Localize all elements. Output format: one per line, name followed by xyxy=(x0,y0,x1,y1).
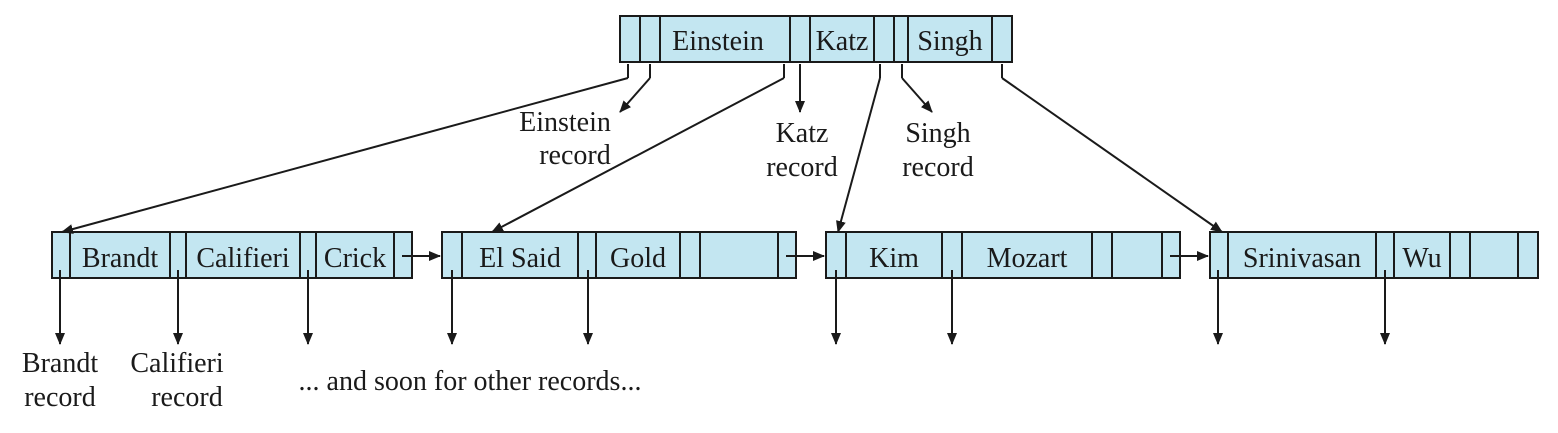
leaf-pointer-cell xyxy=(1091,231,1113,279)
leaf-key-cell xyxy=(1111,231,1163,279)
leaf-key-cell xyxy=(1393,231,1451,279)
katz-record-label: record xyxy=(766,152,838,183)
singh-record-label: record xyxy=(902,152,974,183)
root-key-cell xyxy=(659,15,791,63)
leaf-key-cell xyxy=(461,231,579,279)
root-key-cell xyxy=(907,15,993,63)
einstein-record-label: Einstein xyxy=(519,107,611,138)
leaf-key-cell xyxy=(315,231,395,279)
root-key: Katz xyxy=(816,26,869,57)
leaf-key-cell xyxy=(845,231,943,279)
leaf-key-cell xyxy=(1469,231,1519,279)
leaf-pointer-cell xyxy=(679,231,701,279)
leaf-node: Srinivasan Wu xyxy=(1209,231,1539,279)
root-key: Einstein xyxy=(672,26,764,57)
leaf-node: El Said Gold xyxy=(441,231,797,279)
root-node: Einstein Katz Singh xyxy=(619,15,1013,63)
child-pointer-arrow xyxy=(836,77,881,233)
leaf-key-cell xyxy=(69,231,171,279)
child-pointer-arrow xyxy=(491,77,785,233)
leaf-record-pointers xyxy=(55,270,1390,345)
leaf-key: Kim xyxy=(869,243,919,274)
root-child-pointers xyxy=(61,64,1223,234)
leaf-key: Srinivasan xyxy=(1243,243,1361,274)
leaf-node: Kim Mozart xyxy=(825,231,1181,279)
califieri-record-label: Califieri xyxy=(130,348,224,379)
einstein-record-label: record xyxy=(539,140,611,171)
child-pointer-arrow xyxy=(1001,77,1223,233)
califieri-record-label: record xyxy=(151,382,223,413)
leaf-node: Brandt Califieri Crick xyxy=(51,231,413,279)
leaf-key: Crick xyxy=(324,243,386,274)
leaf-next-pointer-cell xyxy=(1517,231,1539,279)
root-key: Singh xyxy=(917,26,982,57)
leaf-key-cell xyxy=(1227,231,1377,279)
leaf-key-cell xyxy=(185,231,301,279)
katz-record-label: Katz xyxy=(776,118,829,149)
root-pointer-cell xyxy=(873,15,895,63)
leaf-key: Gold xyxy=(610,243,666,274)
leaf-key-cell xyxy=(961,231,1093,279)
brandt-record-label: Brandt xyxy=(22,348,98,379)
root-key-cell xyxy=(809,15,875,63)
leaf-key: Brandt xyxy=(82,243,158,274)
leaf-key: Wu xyxy=(1402,243,1441,274)
leaf-pointer-cell xyxy=(1449,231,1471,279)
leaf-key-cell xyxy=(595,231,681,279)
child-pointer-arrow xyxy=(61,77,629,234)
leaf-key: Mozart xyxy=(987,243,1068,274)
root-pointer-cell xyxy=(639,15,661,63)
root-record-pointers xyxy=(619,64,933,113)
record-pointer-arrow xyxy=(619,77,651,113)
root-pointer-cell xyxy=(619,15,641,63)
brandt-record-label: record xyxy=(24,382,96,413)
singh-record-label: Singh xyxy=(905,118,970,149)
leaf-key: El Said xyxy=(479,243,561,274)
root-pointer-cell xyxy=(991,15,1013,63)
other-records-note: ... and soon for other records... xyxy=(299,366,642,397)
record-labels: Einstein record Katz record Singh record… xyxy=(22,107,974,413)
leaf-key: Califieri xyxy=(196,243,290,274)
leaf-key-cell xyxy=(699,231,779,279)
record-pointer-arrow xyxy=(901,77,933,113)
root-pointer-cell xyxy=(789,15,811,63)
root-pointer-cell xyxy=(893,15,909,63)
